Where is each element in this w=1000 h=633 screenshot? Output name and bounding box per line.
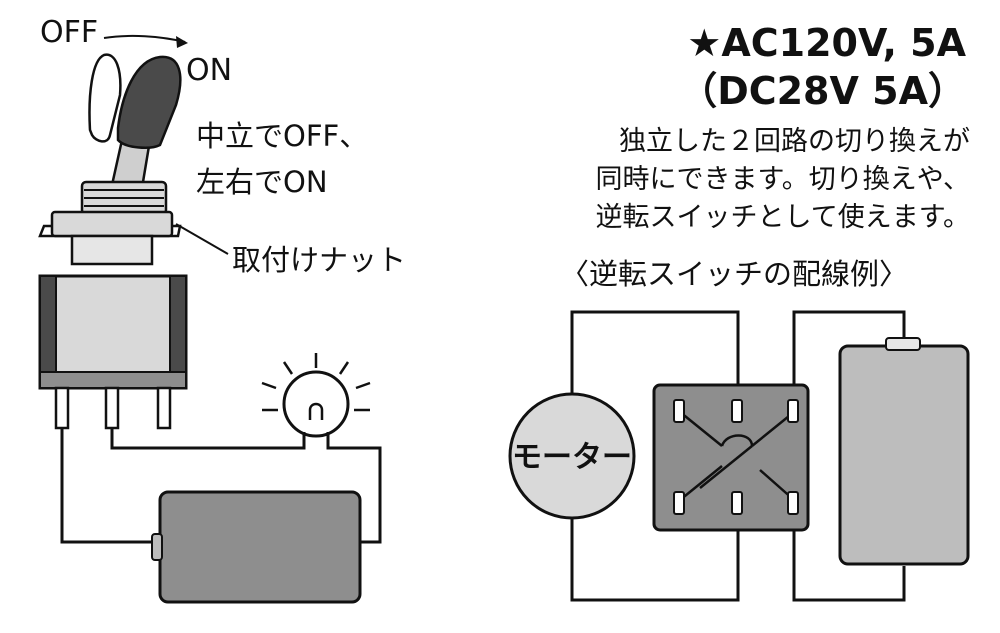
toggle-switch-figure — [38, 53, 188, 430]
motor-label: モーター — [512, 440, 632, 475]
note-line-1: 中立でOFF、 — [196, 119, 368, 153]
off-on-arrowhead — [176, 36, 188, 48]
ghost-lever — [88, 53, 122, 143]
wiring-heading: 〈逆転スイッチの配線例〉 — [560, 257, 908, 291]
bushing-threads — [84, 189, 164, 207]
mounting-nut — [50, 210, 174, 238]
off-on-arrow — [103, 34, 186, 43]
desc-line-2: 同時にできます。切り換えや、 — [596, 164, 971, 195]
left-wiring — [60, 428, 382, 544]
lamp-rays — [261, 353, 371, 412]
nut-label: 取付けナット — [232, 243, 406, 277]
right-wiring — [570, 310, 906, 602]
contact-tl — [673, 399, 685, 423]
spec-line-2: （DC28V 5A） — [679, 69, 966, 113]
lever-handle — [116, 55, 182, 149]
contact-tr — [787, 399, 799, 423]
contact-bl — [673, 491, 685, 515]
body-base — [39, 371, 187, 389]
contact-tm — [731, 399, 743, 423]
label-off: OFF — [40, 15, 98, 50]
lamp — [261, 353, 371, 438]
desc-line-1: 独立した２回路の切り換えが — [619, 126, 970, 157]
switch-body — [38, 274, 188, 390]
desc-line-3: 逆転スイッチとして使えます。 — [596, 202, 971, 233]
dpdt-switch — [652, 383, 810, 532]
terminal-left — [54, 386, 70, 430]
note-line-2: 左右でON — [196, 165, 328, 199]
nut-leader-line — [175, 223, 229, 255]
contact-bm — [731, 491, 743, 515]
contact-br — [787, 491, 799, 515]
battery-right — [838, 337, 970, 566]
terminal-right — [156, 386, 172, 430]
spec-line-1: ★AC120V, 5A — [687, 21, 966, 65]
motor: モーター — [508, 392, 636, 520]
label-on: ON — [186, 53, 232, 88]
battery-left — [151, 490, 362, 604]
terminal-center — [104, 386, 120, 430]
nut-lower — [70, 234, 154, 266]
